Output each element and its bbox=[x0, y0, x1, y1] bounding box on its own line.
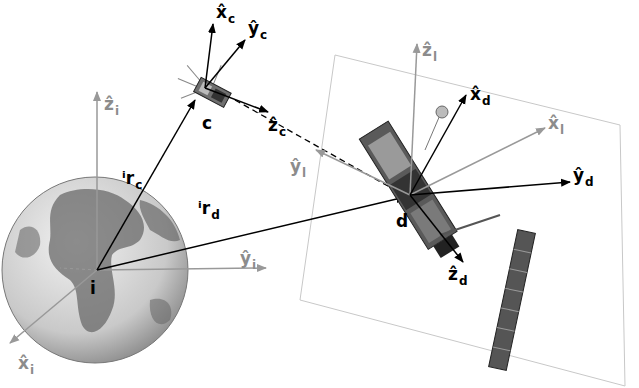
axis-label: ẑd bbox=[448, 266, 468, 283]
axis-label: ŷl bbox=[290, 158, 306, 175]
point-label: d bbox=[396, 213, 408, 230]
point-label: c bbox=[202, 115, 212, 132]
point-label: i bbox=[90, 280, 96, 297]
vector-label: ⁱrc bbox=[122, 170, 142, 187]
axis-label: ẑc bbox=[268, 117, 286, 134]
axis-label: x̂d bbox=[470, 86, 491, 103]
axis-label: x̂c bbox=[216, 4, 235, 21]
vector-label: ⁱrd bbox=[198, 200, 220, 217]
axis-label: ẑl bbox=[422, 42, 437, 59]
axis-label: x̂i bbox=[18, 355, 34, 372]
axis-label: ŷi bbox=[240, 250, 256, 267]
axis-label: ŷd bbox=[573, 167, 594, 184]
axis-label: ŷc bbox=[248, 20, 267, 37]
axis-label: x̂l bbox=[548, 115, 564, 132]
axis-label: ẑi bbox=[104, 96, 119, 113]
